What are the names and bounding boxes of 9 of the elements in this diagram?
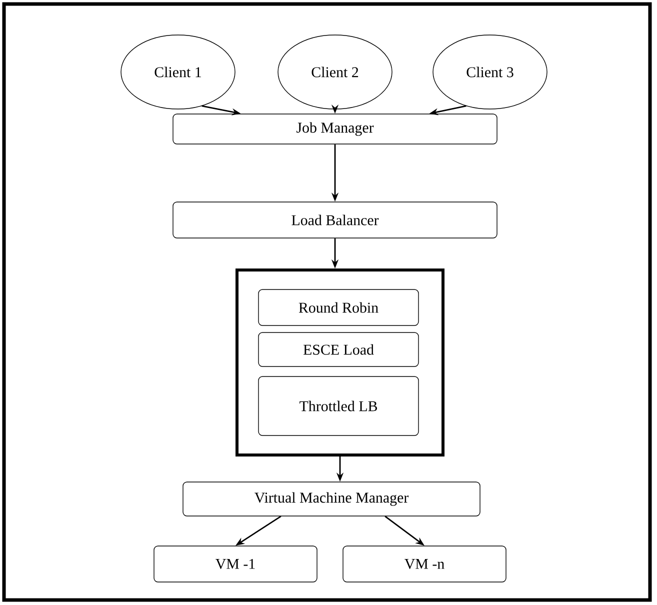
process-box: ESCE Load: [258, 332, 419, 367]
group-box: [236, 268, 444, 456]
process-box: Round Robin: [258, 289, 419, 326]
process-box: Virtual Machine Manager: [182, 482, 480, 516]
process-box: VM -1: [154, 546, 318, 582]
process-box: Job Manager: [172, 114, 498, 144]
process-box: Load Balancer: [172, 202, 498, 238]
process-box: VM -n: [342, 546, 506, 582]
process-box: Throttled LB: [258, 376, 419, 436]
